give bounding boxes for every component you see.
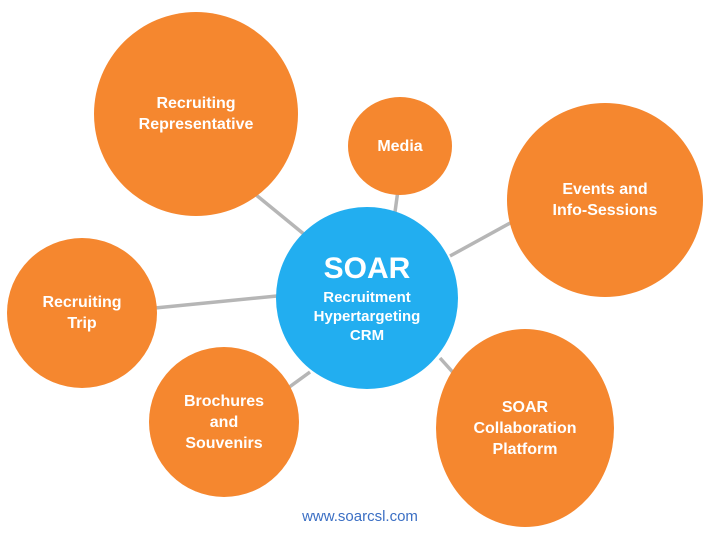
node-label-line: Events and	[562, 181, 648, 198]
connector-events	[449, 220, 513, 258]
node-label-line: Collaboration	[473, 419, 577, 437]
website-url[interactable]: www.soarcsl.com	[302, 508, 418, 525]
connector-brochures	[286, 370, 312, 390]
node-label-line: Info-Sessions	[552, 202, 658, 219]
hub-subtitle-line: CRM	[349, 326, 385, 344]
hub-soar-crm: SOAR Recruitment Hypertargeting CRM	[276, 207, 458, 389]
connector-representative	[248, 188, 307, 237]
node-recruiting-representative: Recruiting Representative	[94, 12, 298, 216]
node-label-line: SOAR	[501, 398, 549, 416]
node-label-line: Recruiting	[42, 294, 122, 311]
hub-title: SOAR	[323, 251, 411, 285]
node-label-line: Souvenirs	[185, 434, 263, 452]
node-label-line: and	[209, 413, 239, 431]
hub-subtitle-line: Recruitment	[323, 288, 411, 306]
node-label-line: Trip	[67, 315, 97, 332]
node-events-info-sessions: Events and Info-Sessions	[507, 103, 703, 297]
node-label-line: Brochures	[183, 392, 265, 410]
connector-recruiting-trip	[154, 294, 278, 310]
node-label-line: Platform	[492, 440, 558, 458]
node-media: Media	[348, 97, 452, 195]
node-soar-collaboration-platform: SOAR Collaboration Platform	[436, 329, 614, 527]
node-label-line: Media	[377, 137, 423, 155]
node-label-line: Recruiting	[156, 95, 236, 112]
node-brochures-souvenirs: Brochures and Souvenirs	[149, 347, 299, 497]
node-label-line: Representative	[138, 116, 254, 133]
node-recruiting-trip: Recruiting Trip	[7, 238, 157, 388]
hub-subtitle-line: Hypertargeting	[313, 307, 421, 325]
